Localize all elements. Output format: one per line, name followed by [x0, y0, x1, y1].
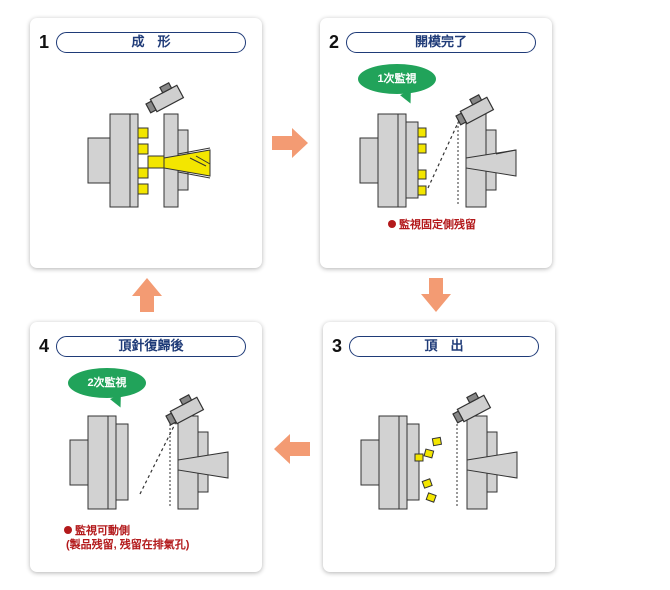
- step-number: 3: [332, 336, 343, 356]
- monitor-bubble: 1次監視: [358, 64, 436, 94]
- step-number: 1: [39, 32, 50, 52]
- ejection-illustration: [360, 392, 518, 510]
- red-dot: [64, 526, 72, 534]
- arrow-down: [421, 278, 451, 312]
- monitor-note: 監視可動側 (製品残留, 残留在排氣孔): [64, 525, 190, 551]
- step-card-1: 1 成 形: [30, 18, 262, 268]
- camera-icon: [145, 82, 185, 114]
- step-card-2: 2 開模完了 1次監視: [320, 18, 552, 268]
- camera-icon: [165, 394, 205, 426]
- step-number: 2: [329, 32, 340, 52]
- arrow-right: [272, 128, 308, 158]
- step-card-3: 3 頂 出: [323, 322, 555, 572]
- monitor-note: 監視固定側残留: [388, 218, 476, 232]
- step-title: 成 形: [56, 32, 246, 53]
- step-title: 頂針復歸後: [56, 336, 246, 357]
- arrow-left: [274, 434, 310, 464]
- molding-illustration: [87, 82, 211, 208]
- ejector-return-illustration: [69, 394, 229, 510]
- arrow-up: [132, 278, 162, 312]
- mold-open-illustration: [359, 94, 517, 208]
- camera-icon: [452, 392, 492, 424]
- step-card-4: 4 頂針復歸後 2次監視 監視可動側 (製品残留, 残留在排氣孔): [30, 322, 262, 572]
- step-title: 頂 出: [349, 336, 539, 357]
- camera-icon: [455, 94, 495, 126]
- step-number: 4: [39, 336, 50, 356]
- monitor-bubble: 2次監視: [68, 368, 146, 398]
- red-dot: [388, 220, 396, 228]
- step-title: 開模完了: [346, 32, 536, 53]
